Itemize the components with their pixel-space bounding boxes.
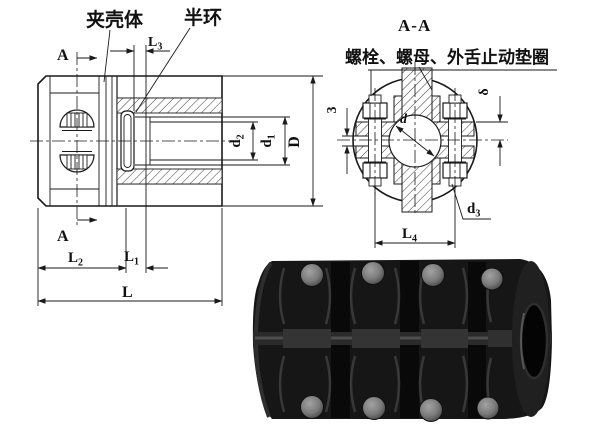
dim-d3-label: d3 bbox=[467, 201, 480, 220]
photo-left-edge-highlight bbox=[253, 261, 273, 418]
product-photo bbox=[252, 259, 552, 422]
dim-d2-label: d2 bbox=[228, 134, 247, 147]
photo-seam-pad bbox=[421, 329, 468, 348]
section-view-dimensions bbox=[342, 66, 557, 248]
dim-l2-label: L2 bbox=[68, 250, 83, 269]
photo-seam-pad bbox=[283, 329, 331, 348]
d3-leader bbox=[451, 183, 491, 220]
dim-bore-label: d bbox=[400, 112, 408, 127]
section-centerlines bbox=[337, 62, 508, 216]
photo-bore-rim-highlight bbox=[520, 312, 525, 370]
label-half-ring: 半环 bbox=[184, 6, 222, 29]
photo-seam-pad bbox=[352, 329, 400, 348]
photo-rib-highlights bbox=[278, 267, 493, 413]
label-clamp-shell: 夹壳体 bbox=[86, 8, 144, 31]
fastener-callout-leaders bbox=[368, 66, 557, 96]
half-ring-leader bbox=[135, 27, 191, 113]
dim-l4-label: L4 bbox=[402, 226, 417, 245]
clamp-shell-leader bbox=[103, 29, 111, 83]
left-section-view bbox=[30, 52, 235, 228]
dim-big-d-label: D bbox=[286, 136, 303, 148]
section-view-a-a bbox=[337, 62, 508, 216]
section-marker-top: A bbox=[57, 47, 69, 64]
dim-delta-label: δ bbox=[477, 88, 492, 95]
fastener-callout-label: 螺栓、螺母、外舌止动垫圈 bbox=[345, 47, 549, 67]
section-title: A-A bbox=[398, 16, 431, 35]
hatch-top-wall bbox=[116, 97, 223, 114]
dim-gap-label: 3 bbox=[325, 107, 340, 114]
photo-bore-hole bbox=[519, 302, 549, 380]
section-marker-bottom: A bbox=[57, 228, 69, 245]
left-view-dimensions bbox=[37, 27, 323, 306]
dim-l-label: L bbox=[122, 284, 133, 301]
dim-l1-label: L1 bbox=[124, 249, 139, 268]
dim-d1-label: d1 bbox=[259, 134, 278, 147]
hatch-bottom-wall bbox=[116, 168, 223, 185]
photo-bolt-heads bbox=[300, 261, 504, 422]
dim-l3-label: L3 bbox=[148, 35, 162, 53]
